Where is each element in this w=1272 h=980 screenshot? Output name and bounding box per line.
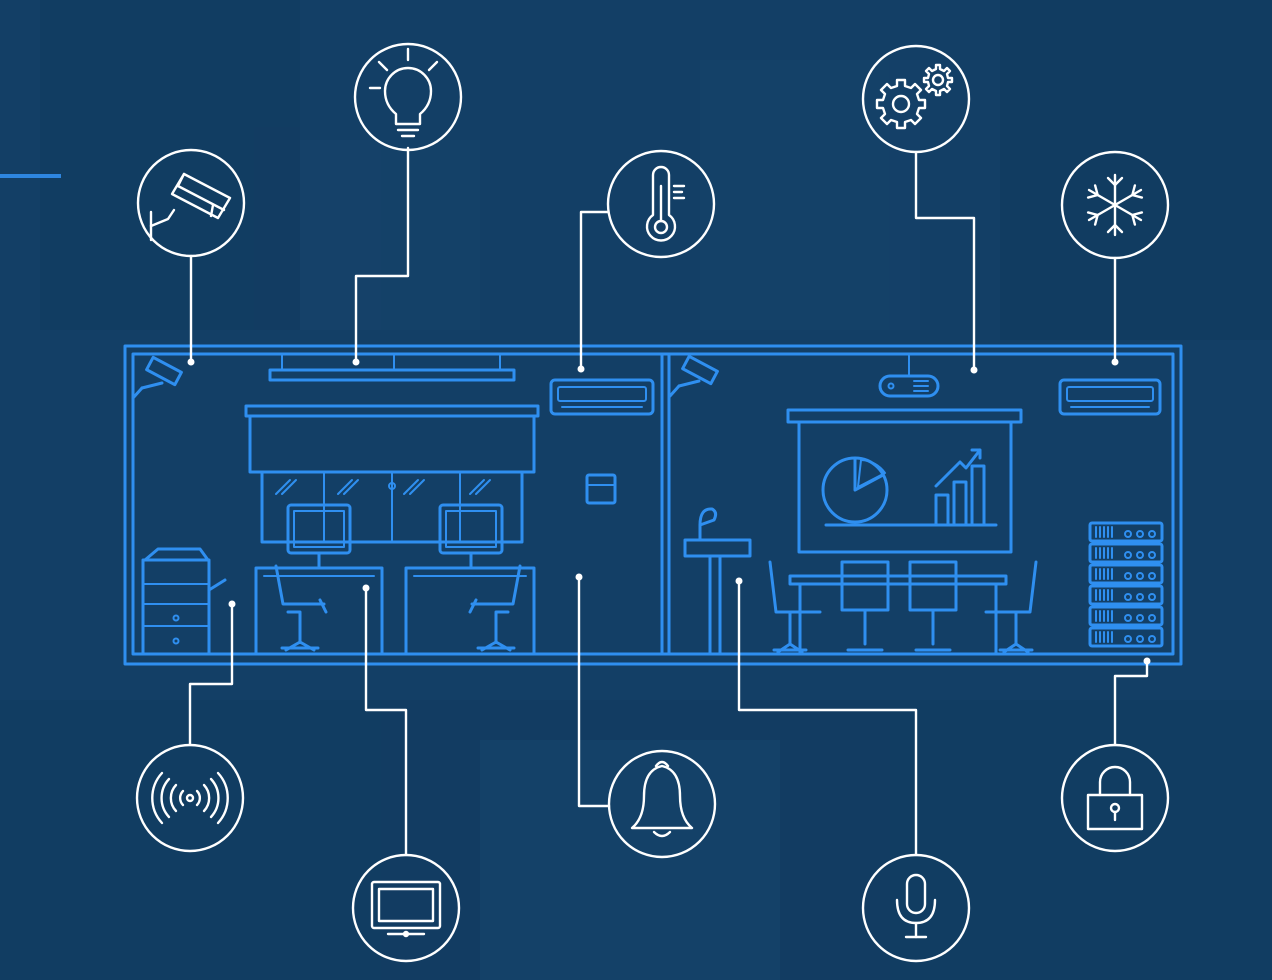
microphone-icon bbox=[861, 853, 971, 963]
snowflake-icon bbox=[1060, 150, 1170, 260]
projection-screen bbox=[786, 408, 1023, 554]
connector-bell bbox=[577, 575, 611, 808]
connector-gears bbox=[914, 150, 976, 372]
connector-lines bbox=[188, 146, 1149, 857]
server-rack bbox=[1088, 521, 1164, 648]
connector-dots bbox=[187, 358, 1151, 665]
light-bulb-icon bbox=[353, 42, 463, 152]
connector-light bbox=[354, 146, 410, 364]
connector-padlock bbox=[1113, 659, 1149, 747]
room-camera-right bbox=[668, 354, 719, 398]
bell-icon bbox=[607, 749, 717, 859]
connector-monitor bbox=[364, 586, 408, 857]
conference-chairs bbox=[768, 560, 1038, 654]
ceiling-light-fixture bbox=[268, 353, 516, 382]
podium bbox=[683, 507, 752, 656]
padlock-icon bbox=[1060, 743, 1170, 853]
connector-thermometer bbox=[579, 210, 610, 371]
workstation-left bbox=[254, 503, 384, 656]
connector-microphone bbox=[737, 579, 918, 857]
monitor-icon bbox=[351, 853, 461, 963]
ac-unit-left bbox=[549, 378, 655, 416]
ac-unit-right bbox=[1058, 378, 1162, 416]
thermostat-wall bbox=[585, 473, 617, 505]
connector-rfid bbox=[188, 602, 234, 747]
gears-icon bbox=[861, 44, 971, 154]
security-camera-icon bbox=[136, 148, 246, 258]
conference-table bbox=[788, 574, 1008, 656]
workstation-right bbox=[404, 503, 536, 656]
printer bbox=[141, 547, 227, 656]
room-camera-left bbox=[131, 355, 183, 400]
rfid-wireless-icon bbox=[135, 743, 245, 853]
projector bbox=[878, 353, 940, 398]
thermometer-icon bbox=[606, 149, 716, 259]
building-outline bbox=[123, 344, 1183, 666]
office-partition bbox=[244, 404, 540, 544]
